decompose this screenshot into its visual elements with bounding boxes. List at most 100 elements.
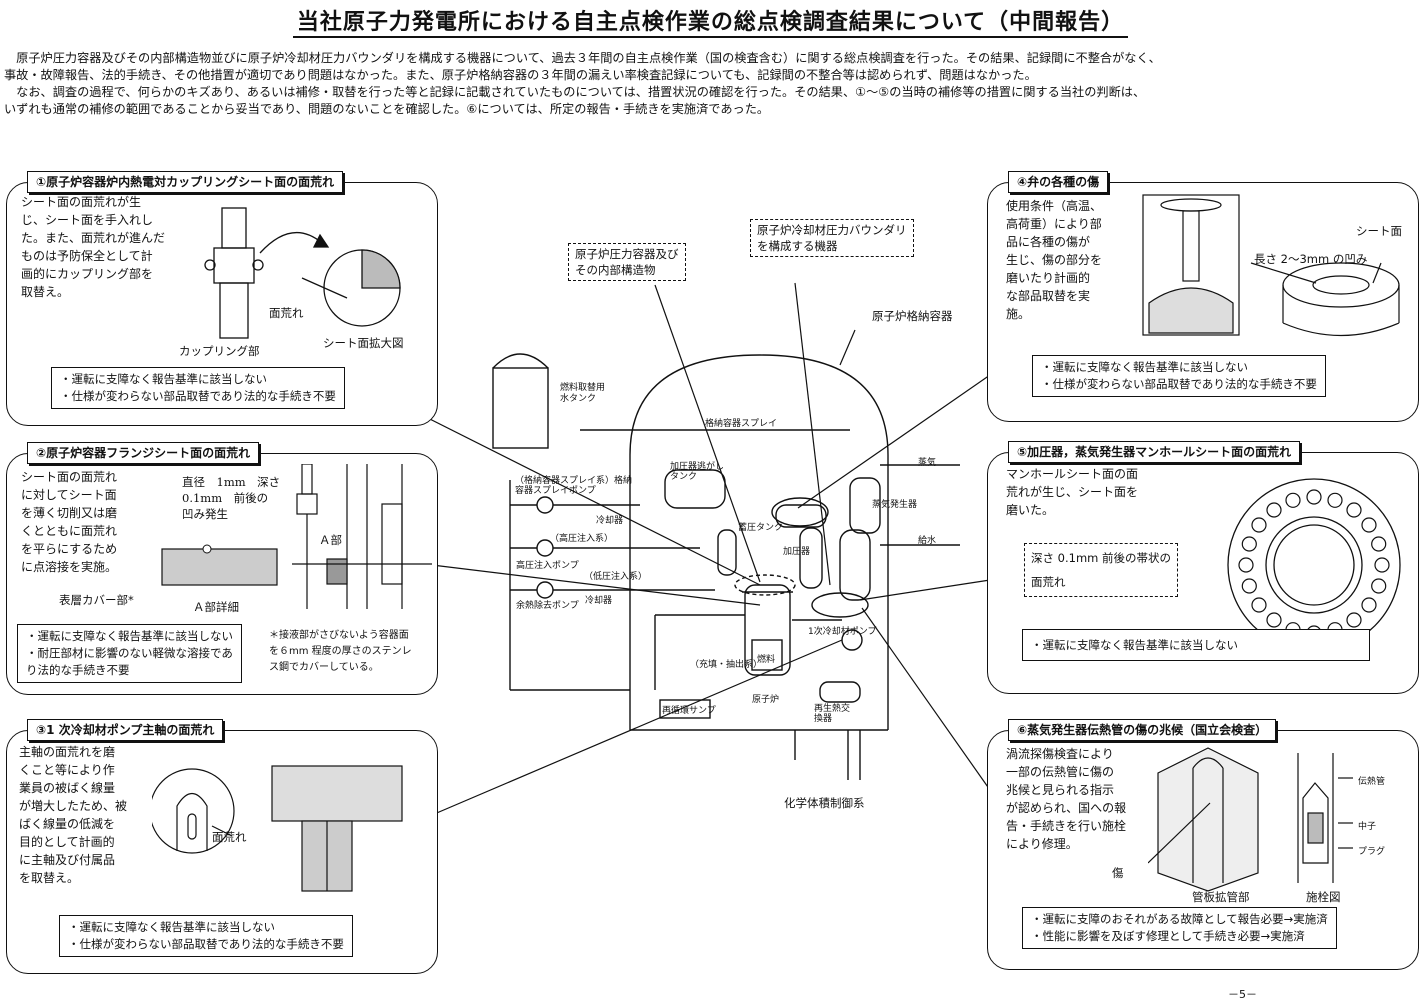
text-line: 使用条件（高温、	[1006, 199, 1103, 213]
text-line: 画的にカップリング部を	[21, 267, 154, 281]
bolt-hole	[1251, 517, 1267, 533]
panel-5-title: ⑤加圧器，蒸気発生器マンホールシート面の面荒れ	[1008, 441, 1301, 463]
summary-line: ・仕様が変わらない部品取替であり法的な手続き不要	[60, 389, 336, 403]
text-line: 0.1mm 前後の	[182, 491, 269, 505]
panel-6-sg-tube: ⑥蒸気発生器伝熱管の傷の兆候（国立会検査） 渦流探傷検査により 一部の伝熱管に傷…	[987, 719, 1419, 970]
text-line: 磨いたり計画的	[1006, 271, 1091, 285]
text-line: 主軸の面荒れを磨	[19, 745, 116, 759]
text-line: ＊接液部がさびないよう容器面	[269, 630, 409, 641]
bolt-hole	[1306, 489, 1322, 505]
label-spray: 格納容器スプレイ	[705, 419, 778, 429]
pump-shaft-figure	[152, 765, 403, 892]
valve-figure	[1142, 194, 1400, 337]
summary-line: ・性能に影響を及ぼす修理として手続き必要→実施済	[1031, 929, 1305, 943]
containment-vessel	[629, 354, 889, 730]
label-pzr: 加圧器	[783, 547, 811, 557]
intro-line: 原子炉圧力容器及びその内部構造物並びに原子炉冷却材圧力バウンダリを構成する機器に…	[4, 51, 1161, 65]
panel-2-title: ②原子炉容器フランジシート面の面荒れ	[27, 442, 260, 464]
text-line: た。また、面荒れが進んだ	[21, 231, 166, 245]
text-line: 荒れが生じ、シート面を	[1006, 485, 1139, 499]
text-line: に主軸及び付属品	[19, 853, 116, 867]
label-vessel: 原子炉	[752, 695, 780, 705]
text-line: 取替え。	[21, 285, 70, 299]
panel-2-text: シート面の面荒れ に対してシート面 を薄く切削又は磨 くとともに面荒れ を平らに…	[21, 468, 156, 576]
summary-line: ・運転に支障なく報告基準に該当しない	[1031, 638, 1238, 652]
panel-4-text: 使用条件（高温、 高荷重）により部 品に各種の傷が 生じ、傷の部分を 磨いたり計…	[1006, 197, 1126, 323]
text-line: シート面の面荒れが生	[21, 195, 142, 209]
text-line: が増大したため、被	[19, 799, 128, 813]
label-cvcs: 化学体積制御系	[784, 796, 865, 810]
label-regen-hx: 再生熱交換器	[814, 704, 851, 724]
flange-assembly-figure	[292, 464, 432, 609]
pit-note: 直径 1mm 深さ 0.1mm 前後の 凹み発生	[182, 474, 280, 522]
label-seat: シート面	[1356, 224, 1402, 238]
label-scratch: 傷	[1112, 866, 1124, 880]
leader-line-1	[387, 397, 761, 586]
panel-4-summary: ・運転に支障なく報告基準に該当しない ・仕様が変わらない部品取替であり法的な手続…	[1032, 355, 1326, 397]
panel-1-text: シート面の面荒れが生 じ、シート面を手入れし た。また、面荒れが進んだ ものは予…	[21, 193, 186, 301]
panel-6-summary: ・運転に支障のおそれがある故障として報告必要→実施済 ・性能に影響を及ぼす修理と…	[1022, 907, 1337, 949]
text-line: が認められ、国への報	[1006, 801, 1127, 815]
label-sg: 蒸気発生器	[872, 500, 918, 510]
bolt-hole	[1346, 612, 1362, 628]
panel-2-flange: ②原子炉容器フランジシート面の面荒れ シート面の面荒れ に対してシート面 を薄く…	[6, 442, 438, 695]
label-cooler: 冷却器	[596, 516, 624, 526]
flange-detail-figure	[161, 544, 278, 586]
bolt-hole	[1361, 517, 1377, 533]
label-detail-a: Ａ部詳細	[193, 600, 239, 614]
bolt-hole	[1346, 502, 1362, 518]
bolt-hole	[1327, 492, 1343, 508]
panel-1-title: ①原子炉容器炉内熱電対カップリングシート面の面荒れ	[27, 171, 344, 193]
summary-line: ・仕様が変わらない部品取替であり法的な手続き不要	[1041, 377, 1317, 391]
label-charging: （充填・抽出系）	[690, 660, 763, 670]
bolt-hole	[1251, 597, 1267, 613]
leader-line-4	[797, 374, 991, 509]
panel-3-pump-shaft: ③1 次冷却材ポンプ主軸の面荒れ 主軸の面荒れを磨 くこと等により作 業員の被ば…	[6, 719, 438, 974]
label-coupling: カップリング部	[179, 344, 260, 358]
intro-line: 事故・故障報告、法的手続き、その他措置が適切であり問題はなかった。また、原子炉格…	[4, 68, 1037, 82]
label-cover: 表層カバー部*	[59, 593, 134, 607]
summary-line: ・運転に支障なく報告基準に該当しない	[1041, 360, 1248, 374]
label-rpv-line: 原子炉圧力容器及び	[575, 247, 679, 261]
bolt-hole	[1374, 557, 1390, 573]
panel-2-summary: ・運転に支障なく報告基準に該当しない ・耐圧部材に影響のない軽微な溶接であ り法…	[17, 624, 242, 683]
text-line: を薄く切削又は磨	[21, 506, 118, 520]
text-line: 高荷重）により部	[1006, 217, 1102, 231]
label-sump: 再循環サンプ	[662, 706, 716, 716]
label-water-tank: 燃料取替用水タンク	[560, 383, 606, 404]
panel-5-manhole: ⑤加圧器，蒸気発生器マンホールシート面の面荒れ マンホールシート面の面 荒れが生…	[987, 441, 1419, 694]
text-line: 品に各種の傷が	[1006, 235, 1091, 249]
label-rhr-cooler: 冷却器	[585, 596, 613, 606]
intro-line: なお、調査の過程で、何らかのキズあり、あるいは補修・取替を行った等と記録に記載さ…	[4, 85, 1146, 99]
bolt-hole	[1266, 502, 1282, 518]
text-line: くとともに面荒れ	[21, 524, 118, 538]
intro-line: いずれも通常の補修の範囲であることから妥当であり、問題のないことを確認した。⑥に…	[4, 102, 770, 116]
panel-5-summary: ・運転に支障なく報告基準に該当しない	[1022, 629, 1370, 661]
text-line: じ、シート面を手入れし	[21, 213, 154, 227]
bolt-hole	[1266, 612, 1282, 628]
panel-6-title: ⑥蒸気発生器伝熱管の傷の兆候（国立会検査）	[1008, 719, 1277, 741]
text-line: マンホールシート面の面	[1006, 467, 1139, 481]
label-feed: 給水	[918, 536, 937, 546]
summary-line: ・運転に支障なく報告基準に該当しない	[26, 629, 233, 643]
label-steam: 蒸気	[918, 458, 937, 468]
panel-6-text: 渦流探傷検査により 一部の伝熱管に傷の 兆候と見られる指示 が認められ、国への報…	[1006, 745, 1146, 853]
text-line: に対してシート面	[21, 488, 117, 502]
panel-4-title: ④弁の各種の傷	[1008, 171, 1109, 193]
summary-line: ・耐圧部材に影響のない軽微な溶接であ	[26, 646, 233, 660]
text-line: 目的として計画的	[19, 835, 115, 849]
text-line: 兆候と見られる指示	[1006, 783, 1115, 797]
panel-3-text: 主軸の面荒れを磨 くこと等により作 業員の被ばく線量 が増大したため、被 ばく線…	[19, 743, 144, 887]
label-boundary-line: を構成する機器	[757, 239, 838, 253]
text-line: な部品取替を実	[1006, 289, 1091, 303]
text-line: ものは予防保全として計	[21, 249, 153, 263]
text-line: 一部の伝熱管に傷の	[1006, 765, 1115, 779]
page-number: －5－	[1228, 988, 1257, 1001]
text-line: を６mm 程度の厚さのステンレ	[269, 646, 412, 657]
text-line: ばく線量の低減を	[19, 817, 116, 831]
text-line: 直径 1mm 深さ	[182, 475, 281, 489]
label-plug-figure: 施栓図	[1306, 890, 1341, 904]
label-rough: 面荒れ	[269, 306, 304, 320]
summary-line: ・運転に支障なく報告基準に該当しない	[60, 372, 267, 386]
